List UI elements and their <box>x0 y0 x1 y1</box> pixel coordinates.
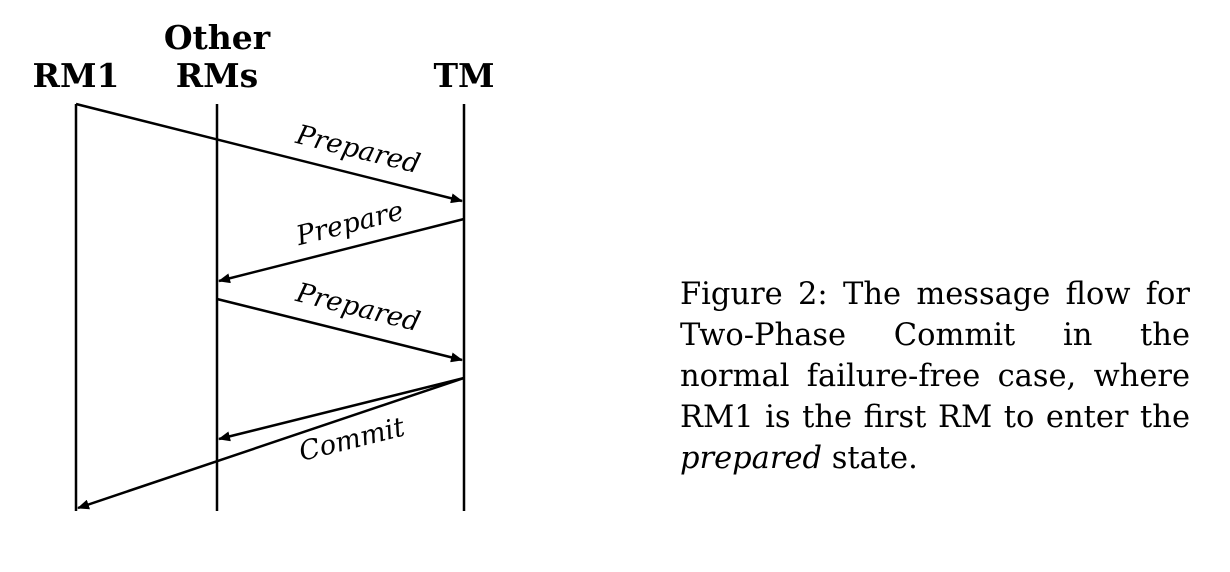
message-label-commit: Commit <box>296 412 408 468</box>
caption-text: Figure 2: The message flow for Two-Phase… <box>680 277 1190 435</box>
caption-emphasis: prepared <box>680 441 823 476</box>
message-arrow-prepare-tm-to-other <box>218 217 465 284</box>
lane-label-other-rms-line1: Other <box>164 18 271 57</box>
message-arrow-prepared-other-to-tm <box>216 297 463 363</box>
message-arrow-prepared-rm1-to-tm <box>75 102 463 204</box>
lane-label-other-rms-line2: RMs <box>176 56 259 95</box>
message-flow-diagram: RM1 Other RMs TM Prepared Prepare Prepar… <box>33 18 495 511</box>
message-arrow-commit-tm-to-rm1 <box>77 376 465 510</box>
message-label-prepared-2: Prepared <box>292 277 423 338</box>
lane-label-rm1: RM1 <box>33 56 120 95</box>
message-label-prepared-1: Prepared <box>292 119 423 180</box>
message-arrow-commit-tm-to-other <box>218 376 465 442</box>
message-label-prepare: Prepare <box>292 195 407 252</box>
figure-caption: Figure 2: The message flow for Two-Phase… <box>680 274 1190 479</box>
caption-suffix: state. <box>822 441 918 476</box>
lane-label-tm: TM <box>433 56 494 95</box>
